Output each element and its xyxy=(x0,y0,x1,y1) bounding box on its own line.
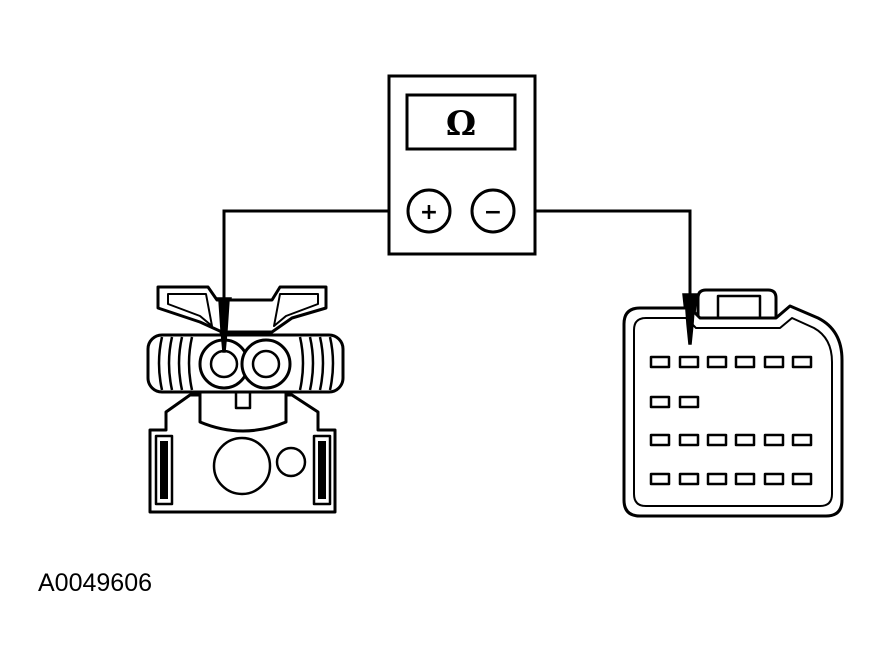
terminal-cavity xyxy=(791,472,813,486)
figure-id: A0049606 xyxy=(38,569,152,597)
positive-lead-wire xyxy=(222,209,406,305)
housing-boss-small xyxy=(275,446,307,478)
seal-ribs xyxy=(157,336,335,391)
terminal-cavities xyxy=(649,355,813,486)
lock-tab-window xyxy=(716,294,762,320)
terminal-cavity xyxy=(763,472,785,486)
positive-terminal-label: + xyxy=(420,200,438,225)
terminal-cavity xyxy=(734,355,756,369)
negative-terminal xyxy=(470,188,516,234)
terminal-row-4 xyxy=(649,472,813,486)
terminal-cavity xyxy=(649,433,671,447)
terminal-cavity xyxy=(649,472,671,486)
ohmmeter: Ω + − xyxy=(387,74,537,256)
terminal-cavity xyxy=(734,472,756,486)
terminal-cavity xyxy=(706,472,728,486)
terminal-cavity xyxy=(678,472,700,486)
positive-terminal xyxy=(406,188,452,234)
terminal-cavity xyxy=(763,355,785,369)
side-slot-left-inner xyxy=(160,441,168,499)
right-multipin-connector xyxy=(622,288,844,518)
meter-display-symbol: Ω xyxy=(446,104,476,144)
pin-cavity-2-inner xyxy=(251,349,281,379)
probe-tips-overlay xyxy=(218,295,696,353)
pin-cavity-1-inner xyxy=(209,349,239,379)
terminal-cavity xyxy=(763,433,785,447)
terminal-row-3 xyxy=(649,433,813,447)
test-leads xyxy=(222,209,692,305)
connector-shell-inner xyxy=(633,317,833,507)
terminal-cavity xyxy=(678,395,700,409)
negative-lead-wire xyxy=(516,209,692,296)
terminal-cavity xyxy=(791,355,813,369)
terminal-row-1 xyxy=(649,355,813,369)
left-component-connector xyxy=(146,285,345,514)
terminal-cavity xyxy=(791,433,813,447)
latch-right-inner xyxy=(273,293,319,327)
connector-shell-outer xyxy=(622,304,844,518)
terminal-row-2 xyxy=(649,395,700,409)
terminal-cavity xyxy=(678,355,700,369)
negative-terminal-label: − xyxy=(484,200,502,225)
latch-left-inner xyxy=(167,293,213,327)
terminal-cavity xyxy=(706,355,728,369)
terminal-cavity xyxy=(649,355,671,369)
terminal-cavity xyxy=(706,433,728,447)
terminal-cavity xyxy=(649,395,671,409)
terminal-cavity xyxy=(678,433,700,447)
side-slot-right-inner xyxy=(318,441,326,499)
meter-display xyxy=(405,93,517,151)
connector-center-tab xyxy=(198,388,288,433)
housing-boss-large xyxy=(212,436,272,496)
positive-probe-needle xyxy=(218,299,230,353)
negative-probe-needle xyxy=(684,295,696,345)
housing-inner-step xyxy=(164,393,320,430)
terminal-cavity xyxy=(734,433,756,447)
